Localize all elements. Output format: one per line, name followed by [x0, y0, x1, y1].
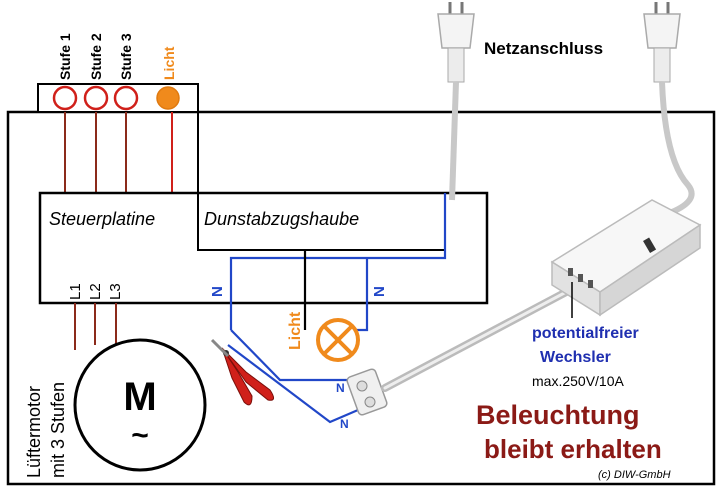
- blue-neutral-to-terminal-upper: [230, 329, 358, 382]
- terminal-label-n-upper: N: [336, 381, 345, 395]
- mains-label: Netzanschluss: [484, 39, 603, 58]
- fan-motor: [73, 338, 207, 472]
- neutral-label-left: N: [209, 286, 226, 297]
- mains-plug-right: [643, 2, 681, 83]
- output-label-l1: L1: [67, 283, 84, 300]
- lamp-cross-b: [322, 324, 354, 356]
- copyright: (c) DIW-GmbH: [598, 469, 671, 481]
- output-label-l2: L2: [87, 283, 104, 300]
- relay-cable-highlight: [383, 288, 572, 390]
- switch-stufe-3: [113, 85, 139, 111]
- controller-label: Steuerplatine: [49, 209, 155, 229]
- motor-symbol: M: [123, 375, 156, 419]
- terminal-label-n-lower: N: [340, 417, 349, 431]
- lamp-label: Licht: [287, 311, 304, 350]
- terminal-block: [346, 368, 388, 416]
- motor-tilde: ~: [131, 419, 149, 452]
- switch-licht-indicator: [156, 86, 180, 110]
- control-board: [38, 191, 489, 305]
- blue-neutral-to-terminal-lower: [227, 344, 359, 424]
- mains-cable-left: [449, 81, 459, 201]
- mains-plug-left: [437, 2, 475, 83]
- switch-label-stufe-2: Stufe 2: [88, 33, 104, 80]
- motor-label-line2: mit 3 Stufen: [48, 382, 68, 478]
- switch-label-stufe-1: Stufe 1: [57, 33, 73, 80]
- switch-stufe-2: [83, 85, 109, 111]
- blue-neutral-main: [229, 193, 447, 330]
- output-label-l3: L3: [107, 283, 124, 300]
- headline-line2: bleibt erhalten: [484, 434, 662, 464]
- motor-label-line1: Lüftermotor: [24, 386, 44, 478]
- relay-label-line2: Wechsler: [540, 349, 611, 366]
- mains-cable-right: [659, 81, 695, 215]
- switch-label-licht: Licht: [161, 46, 177, 80]
- relay-box: [550, 199, 702, 317]
- switch-stufe-1: [52, 85, 78, 111]
- neutral-label-right: N: [371, 286, 388, 297]
- headline-line1: Beleuchtung: [476, 400, 640, 430]
- hood-label: Dunstabzugshaube: [204, 209, 359, 229]
- relay-rating: max.250V/10A: [532, 373, 624, 389]
- pliers-icon: [210, 338, 274, 406]
- hood-housing: [6, 110, 716, 486]
- switch-label-stufe-3: Stufe 3: [118, 33, 134, 80]
- relay-label-line1: potentialfreier: [532, 325, 639, 342]
